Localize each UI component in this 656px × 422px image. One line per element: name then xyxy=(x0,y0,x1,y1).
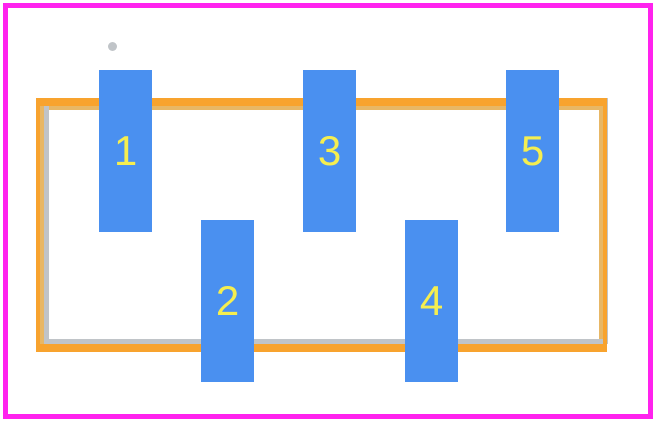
pad-3[interactable]: 3 xyxy=(303,70,356,232)
pad-4[interactable]: 4 xyxy=(405,220,458,382)
component-bounding-box xyxy=(3,3,653,419)
assembly-line-bottom xyxy=(36,344,607,352)
pad-1[interactable]: 1 xyxy=(99,70,152,232)
pad-2[interactable]: 2 xyxy=(201,220,254,382)
pad-label-1: 1 xyxy=(113,127,138,174)
pad-label-4: 4 xyxy=(419,277,444,324)
pad-label-3: 3 xyxy=(317,127,342,174)
pad-label-5: 5 xyxy=(520,127,545,174)
pad-5[interactable]: 5 xyxy=(506,70,559,232)
pin-1-marker-dot xyxy=(108,42,117,51)
pad-label-2: 2 xyxy=(215,277,240,324)
